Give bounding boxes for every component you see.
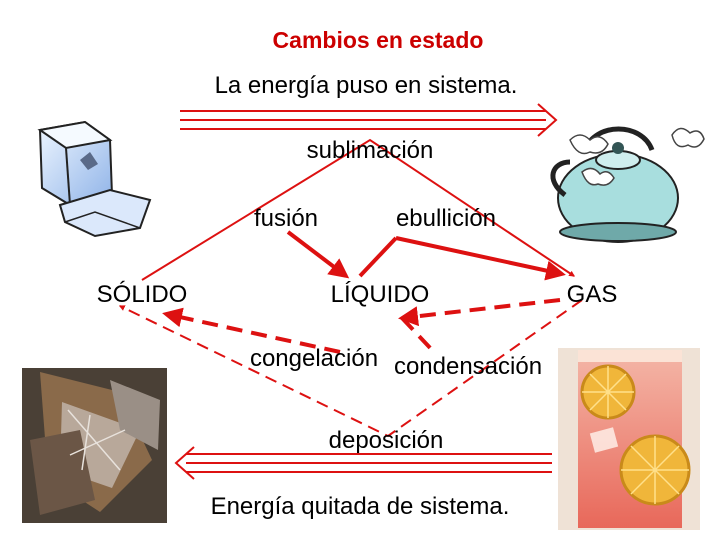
fusion-arrow	[172, 282, 348, 286]
boiling-origin-line	[358, 236, 398, 278]
fusion-arrow-line	[170, 282, 348, 284]
freezing-label: congelación	[250, 345, 378, 372]
condensation-arrow	[398, 298, 561, 327]
fusion-to-liquid-arrow	[286, 230, 350, 279]
gas-state-label: GAS	[567, 281, 618, 308]
energy-in-arrow	[180, 103, 558, 137]
liquid-state-label: LÍQUIDO	[331, 281, 430, 308]
iced-lemonade-image	[558, 348, 700, 530]
energy-out-label: Energía quitada de sistema.	[211, 493, 510, 520]
condensation-label: condensación	[394, 353, 542, 380]
freezing-arrow	[162, 307, 341, 354]
boiling-label: ebullición	[396, 205, 496, 232]
frosted-leaves-image	[22, 368, 167, 523]
energy-out-arrow	[174, 446, 552, 480]
solid-state-label: SÓLIDO	[97, 281, 188, 308]
boiling-arrow	[395, 236, 566, 281]
fusion-label: fusión	[254, 205, 318, 232]
sublimation-arrow	[141, 138, 575, 281]
slide-title: Cambios en estado	[273, 27, 484, 53]
steaming-kettle-image	[550, 126, 705, 243]
deposition-label: deposición	[329, 427, 444, 454]
energy-in-label: La energía puso en sistema.	[215, 72, 518, 99]
sublimation-label: sublimación	[307, 137, 434, 164]
condensation-link	[400, 316, 436, 354]
deposition-arrow	[118, 299, 583, 438]
ice-cubes-image	[37, 120, 152, 238]
